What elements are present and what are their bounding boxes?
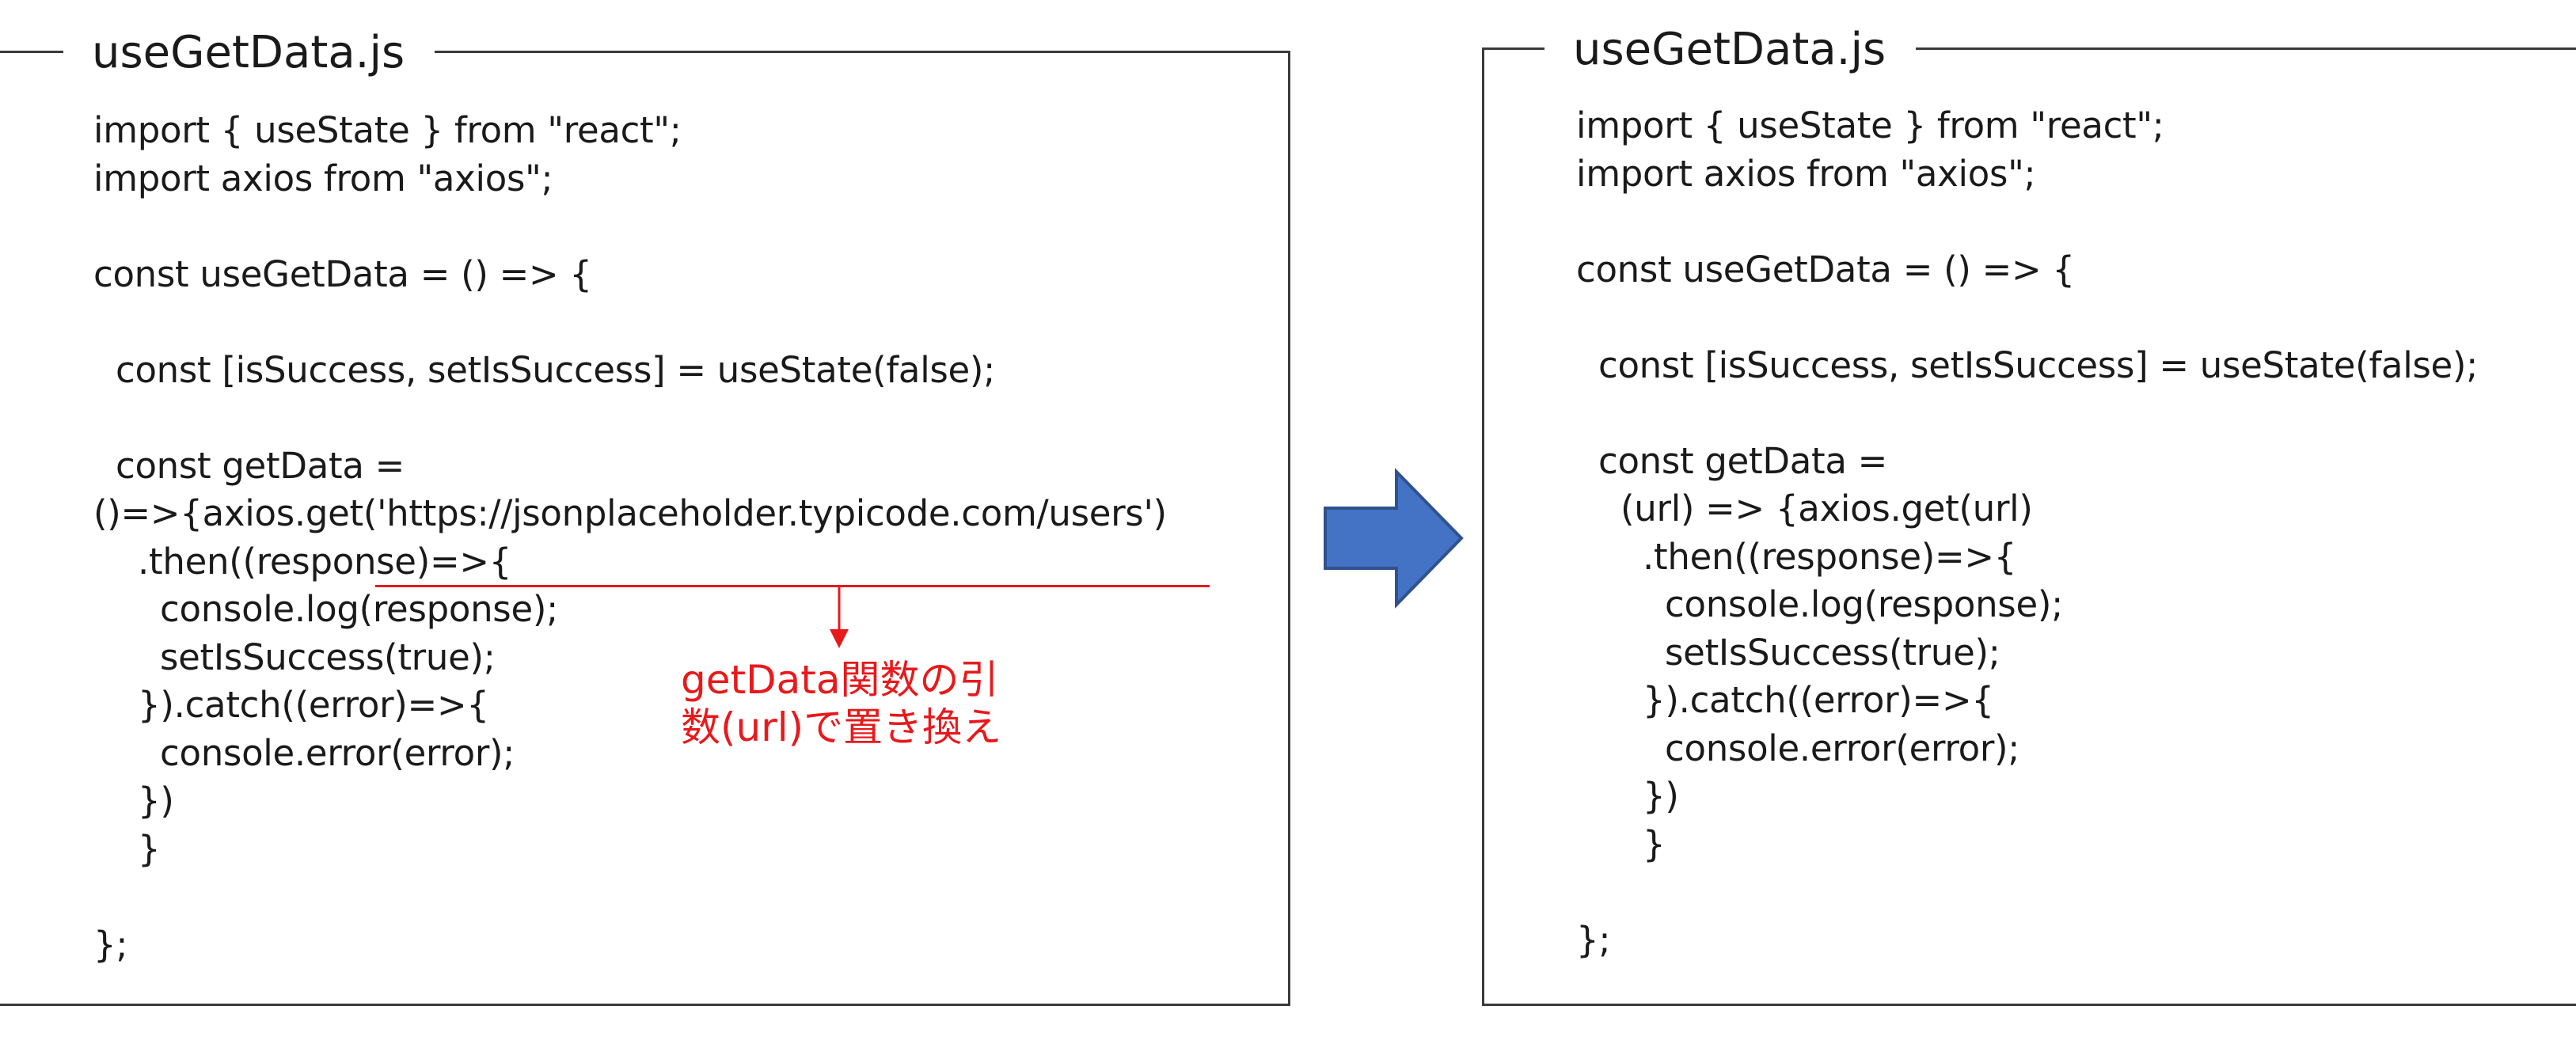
code-line: }; — [93, 923, 128, 966]
original-code-block: import { useState } from "react"; import … — [93, 107, 1167, 969]
code-line: const [isSuccess, setIsSuccess] = useSta… — [1576, 344, 2479, 386]
code-line: console.log(response); — [93, 588, 558, 630]
code-line: const getData = — [93, 444, 405, 487]
original-code-panel: useGetData.js import { useState } from "… — [0, 20, 1290, 1006]
code-line: }) — [93, 780, 174, 822]
url-highlight-underline — [375, 585, 1210, 587]
code-line: } — [1576, 822, 1666, 865]
code-line: const getData = — [1576, 439, 1888, 482]
code-line: }) — [1576, 775, 1679, 817]
right-arrow-icon — [1324, 468, 1464, 609]
code-line: }).catch((error)=>{ — [93, 684, 489, 726]
code-line — [1576, 294, 2478, 342]
code-line: console.error(error); — [1576, 727, 2020, 769]
replacement-annotation: getData関数の引 数(url)で置き換え — [681, 657, 1002, 750]
code-line — [93, 203, 1167, 251]
code-line: (url) => {axios.get(url) — [1576, 488, 2033, 529]
code-line: const useGetData = () => { — [1576, 248, 2075, 290]
code-line: } — [93, 827, 161, 870]
code-line: console.log(response); — [1576, 583, 2063, 625]
code-line — [1576, 868, 2478, 917]
code-line: .then((response)=>{ — [1576, 535, 2017, 578]
refactored-code-panel: useGetData.js import { useState } from "… — [1482, 17, 2576, 1006]
annotation-arrow-icon — [830, 586, 849, 648]
original-file-title: useGetData.js — [63, 20, 435, 86]
code-line — [1576, 198, 2478, 246]
code-line: }; — [1576, 918, 1611, 961]
code-line: import { useState } from "react"; — [93, 109, 682, 151]
code-line — [93, 298, 1167, 347]
code-line: .then((response)=>{ — [93, 540, 512, 583]
code-line: const [isSuccess, setIsSuccess] = useSta… — [93, 348, 996, 391]
code-line: import axios from "axios"; — [1576, 152, 2036, 195]
refactored-code-block: import { useState } from "react"; import … — [1576, 102, 2478, 964]
refactored-file-title: useGetData.js — [1544, 17, 1917, 83]
code-line: ()=>{axios.get('https://jsonplaceholder.… — [93, 492, 1167, 534]
code-line — [93, 873, 1167, 921]
code-line: const useGetData = () => { — [93, 252, 592, 295]
code-line: import axios from "axios"; — [93, 157, 553, 199]
code-line — [1576, 389, 2478, 438]
code-line: setIsSuccess(true); — [93, 636, 496, 678]
code-line — [93, 394, 1167, 442]
code-line: import { useState } from "react"; — [1576, 104, 2164, 146]
code-line: console.error(error); — [93, 731, 515, 774]
code-line: setIsSuccess(true); — [1576, 631, 2000, 674]
code-line: }).catch((error)=>{ — [1576, 679, 1994, 721]
